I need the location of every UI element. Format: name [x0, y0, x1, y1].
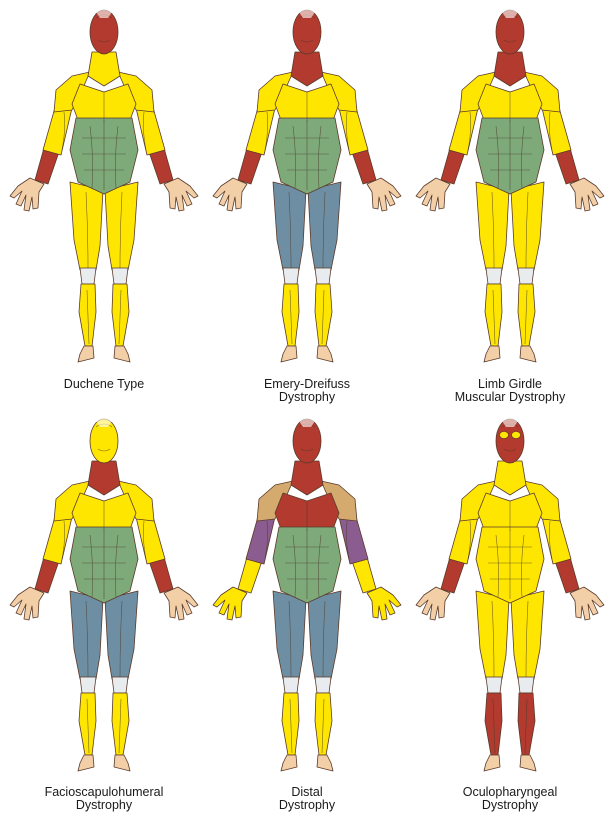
- left-hand: [416, 587, 450, 620]
- right-hand: [164, 178, 198, 211]
- left-knee: [283, 268, 299, 284]
- left-calf: [79, 284, 96, 346]
- left-calf: [485, 284, 502, 346]
- right-knee: [112, 268, 128, 284]
- left-knee: [80, 268, 96, 284]
- left-knee: [486, 268, 502, 284]
- left-calf: [485, 693, 502, 755]
- left-hand: [416, 178, 450, 211]
- right-foot: [520, 755, 536, 771]
- right-foot: [520, 346, 536, 362]
- left-hand: [10, 587, 44, 620]
- right-calf: [518, 284, 535, 346]
- panel-caption: OculopharyngealDystrophy: [410, 786, 610, 812]
- left-thigh: [273, 182, 306, 270]
- left-knee: [283, 677, 299, 693]
- left-hand: [213, 178, 247, 211]
- body-figure: [207, 0, 407, 375]
- right-foot: [114, 346, 130, 362]
- left-eye: [500, 432, 509, 439]
- right-knee: [518, 677, 534, 693]
- right-hand: [570, 587, 604, 620]
- caption-line: Dystrophy: [410, 799, 610, 812]
- left-calf: [282, 284, 299, 346]
- neck: [291, 461, 323, 495]
- left-foot: [484, 346, 500, 362]
- caption-line: Dystrophy: [4, 799, 204, 812]
- left-foot: [484, 755, 500, 771]
- right-hand: [164, 587, 198, 620]
- dystrophy-panel: Emery-DreifussDystrophy: [207, 0, 407, 406]
- panel-caption: Limb GirdleMuscular Dystrophy: [410, 378, 610, 404]
- neck: [291, 52, 323, 86]
- right-calf: [315, 284, 332, 346]
- neck: [494, 52, 526, 86]
- panel-caption: FacioscapulohumeralDystrophy: [4, 786, 204, 812]
- body-figure: [410, 409, 610, 784]
- left-foot: [78, 755, 94, 771]
- dystrophy-panel: DistalDystrophy: [207, 409, 407, 815]
- left-thigh: [273, 591, 306, 679]
- left-thigh: [70, 591, 103, 679]
- right-knee: [112, 677, 128, 693]
- dystrophy-panel: FacioscapulohumeralDystrophy: [4, 409, 204, 815]
- panel-caption: Duchene Type: [4, 378, 204, 391]
- neck: [494, 461, 526, 495]
- left-knee: [486, 677, 502, 693]
- panel-caption: Emery-DreifussDystrophy: [207, 378, 407, 404]
- body-figure: [410, 0, 610, 375]
- left-thigh: [476, 182, 509, 270]
- right-calf: [518, 693, 535, 755]
- right-knee: [315, 677, 331, 693]
- right-calf: [112, 284, 129, 346]
- left-foot: [281, 346, 297, 362]
- right-calf: [315, 693, 332, 755]
- left-foot: [78, 346, 94, 362]
- right-knee: [518, 268, 534, 284]
- body-figure: [207, 409, 407, 784]
- body-figure: [4, 0, 204, 375]
- right-thigh: [308, 591, 341, 679]
- caption-line: Dystrophy: [207, 391, 407, 404]
- right-knee: [315, 268, 331, 284]
- right-thigh: [105, 182, 138, 270]
- dystrophy-panel: Duchene Type: [4, 0, 204, 406]
- right-thigh: [511, 591, 544, 679]
- neck: [88, 52, 120, 86]
- panel-caption: DistalDystrophy: [207, 786, 407, 812]
- caption-line: Duchene Type: [4, 378, 204, 391]
- right-thigh: [511, 182, 544, 270]
- right-thigh: [308, 182, 341, 270]
- right-eye: [512, 432, 521, 439]
- body-figure: [4, 409, 204, 784]
- right-foot: [317, 755, 333, 771]
- right-foot: [114, 755, 130, 771]
- right-hand: [367, 587, 401, 620]
- left-knee: [80, 677, 96, 693]
- dystrophy-panel: OculopharyngealDystrophy: [410, 409, 610, 815]
- left-calf: [282, 693, 299, 755]
- right-calf: [112, 693, 129, 755]
- neck: [88, 461, 120, 495]
- caption-line: Dystrophy: [207, 799, 407, 812]
- left-calf: [79, 693, 96, 755]
- left-hand: [10, 178, 44, 211]
- left-thigh: [70, 182, 103, 270]
- left-hand: [213, 587, 247, 620]
- right-hand: [367, 178, 401, 211]
- dystrophy-panel: Limb GirdleMuscular Dystrophy: [410, 0, 610, 406]
- right-hand: [570, 178, 604, 211]
- right-thigh: [105, 591, 138, 679]
- caption-line: Muscular Dystrophy: [410, 391, 610, 404]
- left-thigh: [476, 591, 509, 679]
- left-foot: [281, 755, 297, 771]
- right-foot: [317, 346, 333, 362]
